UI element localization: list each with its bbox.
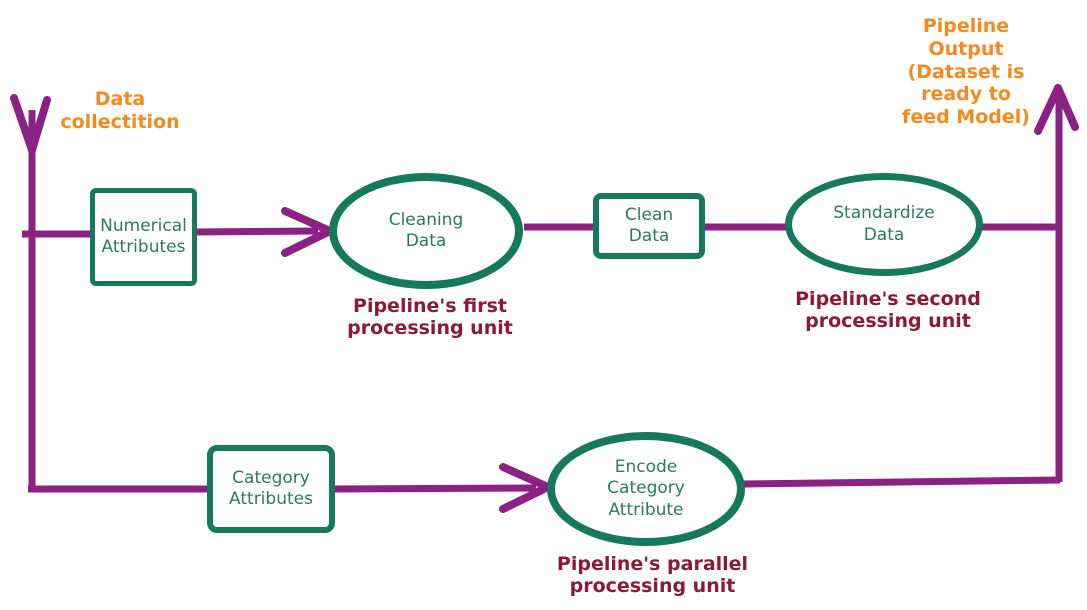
category-to-encode-line <box>331 484 537 493</box>
encode-category-attribute-node-label: Encode Category Attribute <box>607 457 685 520</box>
encode-arrowhead-icon <box>499 483 552 513</box>
clean-data-node: Clean Data <box>593 193 705 259</box>
output-arrowhead-icon <box>1054 84 1079 131</box>
encode-to-output-line <box>741 476 1061 488</box>
pipeline-output-label: Pipeline Output (Dataset is ready to fee… <box>902 15 1030 129</box>
cleaning-arrowhead-icon <box>281 227 334 257</box>
numerical-attributes-node: Numerical Attributes <box>90 188 197 286</box>
second-processing-unit-caption: Pipeline's second processing unit <box>795 288 981 333</box>
encode-category-attribute-node: Encode Category Attribute <box>547 432 745 546</box>
cleaning-data-node: Cleaning Data <box>329 173 523 289</box>
cleaning-arrowhead-icon <box>281 207 334 235</box>
numerical-to-cleaning-line <box>194 227 319 236</box>
parallel-processing-unit-caption: Pipeline's parallel processing unit <box>556 553 749 598</box>
first-processing-unit-caption: Pipeline's first processing unit <box>347 295 513 340</box>
inlet-arrowhead-icon <box>10 94 36 154</box>
cleaning-data-node-label: Cleaning Data <box>388 209 464 251</box>
encode-arrowhead-icon <box>499 463 552 491</box>
numerical-attributes-node-label: Numerical Attributes <box>100 215 187 257</box>
data-collection-label: Data collectition <box>60 88 180 133</box>
standardize-data-node-label: Standardize Data <box>833 203 935 245</box>
standardize-data-node: Standardize Data <box>785 173 983 276</box>
output-arrowhead-icon <box>1034 84 1062 135</box>
category-attributes-node: Category Attributes <box>207 445 335 533</box>
category-attributes-node-label: Category Attributes <box>229 467 313 509</box>
inlet-arrowhead-icon <box>28 96 51 154</box>
clean-data-node-label: Clean Data <box>624 204 674 246</box>
